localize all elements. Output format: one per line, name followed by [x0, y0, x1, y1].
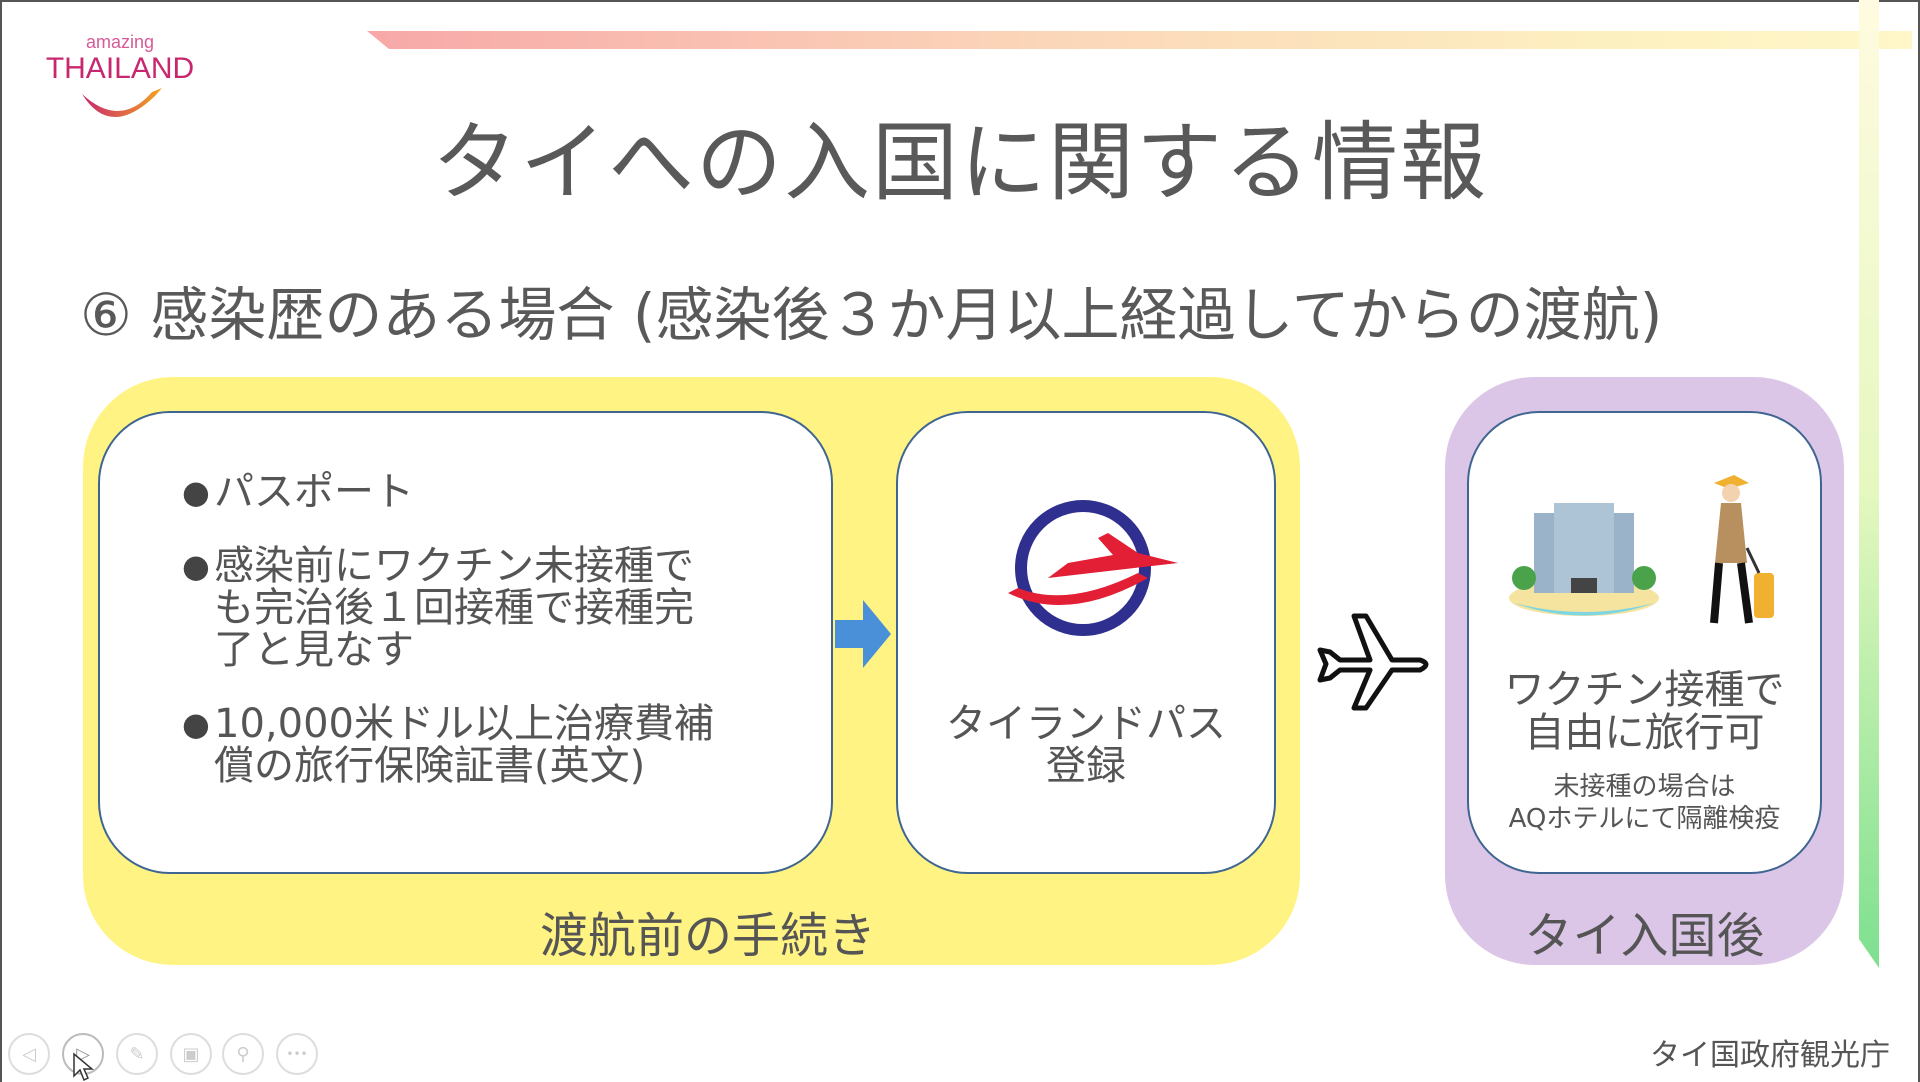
- more-icon: •••: [286, 1047, 308, 1061]
- requirement-item: ●パスポート: [182, 469, 414, 515]
- page-title: タイへの入国に関する情報: [432, 113, 1488, 213]
- thailand-pass-card: タイランドパス登録: [896, 411, 1276, 874]
- airplane-icon: [1317, 613, 1429, 711]
- hotel-traveler-illustration: [1509, 475, 1774, 624]
- svg-text:amazing: amazing: [86, 34, 154, 52]
- amazing-thailand-logo: amazing THAILAND: [46, 34, 194, 118]
- thailand-pass-logo-icon: [1008, 500, 1178, 636]
- before-travel-label: 渡航前の手続き: [539, 908, 876, 964]
- previous-slide-button[interactable]: ◁: [8, 1033, 50, 1075]
- previous-icon: ◁: [22, 1043, 36, 1065]
- requirement-item: ●感染前にワクチン未接種でも完治後１回接種で接種完了と見なす: [182, 543, 694, 673]
- decorative-top-bar: [367, 31, 1912, 49]
- more-options-button[interactable]: •••: [276, 1033, 318, 1075]
- pen-tool-button[interactable]: ✎: [116, 1033, 158, 1075]
- after-entry-label: タイ入国後: [1524, 908, 1765, 964]
- decorative-side-stripe: [1859, 0, 1879, 968]
- mouse-cursor-icon: [73, 1052, 94, 1082]
- zoom-icon: ⚲: [236, 1043, 250, 1065]
- see-all-slides-button[interactable]: ▣: [170, 1033, 212, 1075]
- pen-icon: ✎: [129, 1043, 145, 1065]
- slides-icon: ▣: [182, 1043, 200, 1065]
- footer-organization: タイ国政府観光庁: [1650, 1038, 1890, 1073]
- requirements-card: ●パスポート ●感染前にワクチン未接種でも完治後１回接種で接種完了と見なす ●1…: [98, 411, 833, 874]
- right-arrow-icon: [835, 600, 891, 668]
- svg-text:THAILAND: THAILAND: [46, 52, 194, 85]
- requirement-item: ●10,000米ドル以上治療費補償の旅行保険証書(英文): [182, 701, 714, 789]
- zoom-button[interactable]: ⚲: [222, 1033, 264, 1075]
- section-subtitle: ⑥ 感染歴のある場合 (感染後３か月以上経過してからの渡航): [80, 281, 1663, 349]
